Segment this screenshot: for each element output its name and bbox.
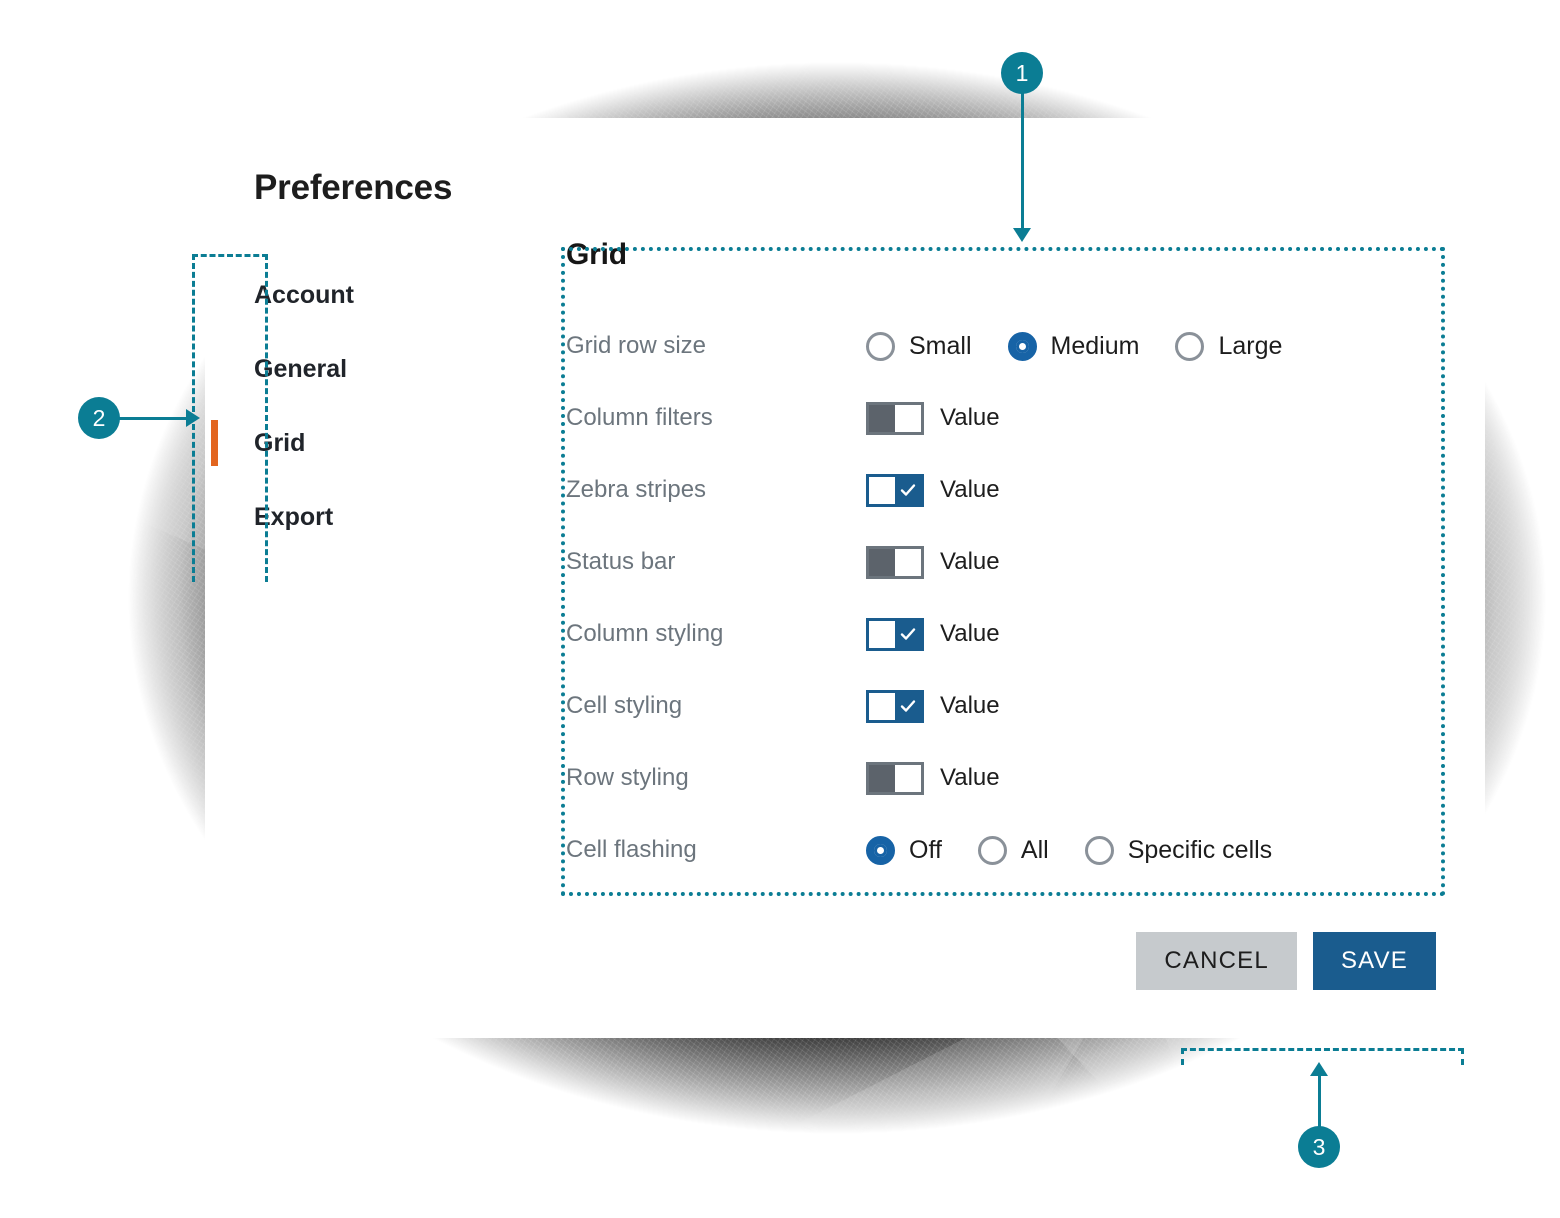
toggle-knob-checked (895, 692, 921, 720)
sidebar-item-label: Grid (254, 428, 306, 457)
setting-control: Value (866, 473, 1000, 507)
toggle-knob (869, 404, 895, 432)
setting-label: Row styling (566, 764, 689, 791)
sidebar-item-grid[interactable]: Grid (205, 406, 505, 480)
setting-label: Cell flashing (566, 836, 697, 863)
setting-row-cell-flashing: Cell flashing Off All Specific cells (561, 814, 1441, 886)
toggle-value-label: Value (940, 548, 1000, 575)
annotation-3-leader-line (1318, 1075, 1321, 1137)
sidebar-item-account[interactable]: Account (205, 258, 505, 332)
page-title: Preferences (254, 168, 453, 207)
radio-icon (1084, 835, 1114, 865)
sidebar-item-label: Export (254, 502, 334, 531)
radio-icon (977, 835, 1007, 865)
toggle-knob-checked (895, 476, 921, 504)
radio-icon (1175, 331, 1205, 361)
setting-control: Value (866, 761, 1000, 795)
toggle-value-label: Value (940, 620, 1000, 647)
setting-row-status-bar: Status bar Value (561, 526, 1441, 598)
radio-icon (866, 331, 895, 361)
panel-heading: Grid (566, 238, 627, 271)
setting-row-column-styling: Column styling Value (561, 598, 1441, 670)
toggle-value-label: Value (940, 764, 1000, 791)
annotation-1-arrow-down-icon (1013, 228, 1031, 242)
toggle-value-label: Value (940, 692, 1000, 719)
toggle-knob (869, 548, 895, 576)
setting-row-column-filters: Column filters Value (561, 382, 1441, 454)
toggle-column-styling[interactable] (866, 617, 924, 651)
toggle-zebra-stripes[interactable] (866, 473, 924, 507)
setting-label: Zebra stripes (566, 476, 707, 503)
save-button[interactable]: SAVE (1312, 932, 1436, 990)
setting-row-cell-styling: Cell styling Value (561, 670, 1441, 742)
active-indicator-bar (211, 420, 218, 466)
radio-label: Small (909, 331, 972, 360)
toggle-status-bar[interactable] (866, 545, 924, 579)
setting-label: Grid row size (566, 332, 707, 359)
setting-row-row-styling: Row styling Value (561, 742, 1441, 814)
radio-label: Specific cells (1127, 835, 1273, 864)
setting-control: Value (866, 617, 1000, 651)
setting-label: Status bar (566, 548, 676, 575)
toggle-value-label: Value (940, 404, 1000, 431)
radio-option-medium[interactable]: Medium (1007, 331, 1140, 361)
toggle-cell-styling[interactable] (866, 689, 924, 723)
annotation-3-arrow-up-icon (1310, 1062, 1328, 1076)
setting-control: Value (866, 545, 1000, 579)
sidebar-item-export[interactable]: Export (205, 480, 505, 554)
setting-label: Cell styling (566, 692, 683, 719)
radio-option-off[interactable]: Off (866, 835, 942, 865)
preferences-dialog: Preferences Account General Grid Export … (205, 118, 1485, 1038)
cell-flashing-radio-group[interactable]: Off All Specific cells (866, 835, 1273, 865)
sidebar-nav: Account General Grid Export (205, 258, 505, 554)
annotation-2-arrow-right-icon (186, 409, 200, 427)
sidebar-item-general[interactable]: General (205, 332, 505, 406)
annotation-2-leader-line (118, 417, 190, 420)
toggle-value-label: Value (940, 476, 1000, 503)
grid-settings-panel: Grid Grid row size Small Medium Large (561, 238, 1441, 886)
radio-label: Medium (1050, 331, 1140, 360)
annotation-badge-2: 2 (78, 397, 120, 439)
setting-row-zebra-stripes: Zebra stripes Value (561, 454, 1441, 526)
radio-selected-icon (866, 835, 895, 865)
radio-label: All (1020, 835, 1049, 864)
toggle-knob-checked (895, 620, 921, 648)
radio-label: Large (1218, 331, 1283, 360)
dialog-actions: CANCEL SAVE (1136, 932, 1436, 990)
setting-row-grid-row-size: Grid row size Small Medium Large (561, 310, 1441, 382)
setting-control: Value (866, 401, 1000, 435)
sidebar-item-label: Account (254, 280, 354, 309)
annotation-badge-3: 3 (1298, 1126, 1340, 1168)
cancel-button[interactable]: CANCEL (1136, 932, 1297, 990)
annotation-1-leader-line (1021, 90, 1024, 230)
toggle-column-filters[interactable] (866, 401, 924, 435)
toggle-row-styling[interactable] (866, 761, 924, 795)
radio-option-specific-cells[interactable]: Specific cells (1084, 835, 1273, 865)
radio-selected-icon (1007, 331, 1037, 361)
annotation-badge-1: 1 (1001, 52, 1043, 94)
radio-option-small[interactable]: Small (866, 331, 972, 361)
radio-label: Off (909, 835, 942, 864)
setting-label: Column filters (566, 404, 713, 431)
toggle-knob (869, 764, 895, 792)
setting-label: Column styling (566, 620, 724, 647)
grid-row-size-radio-group[interactable]: Small Medium Large (866, 331, 1283, 361)
radio-option-large[interactable]: Large (1175, 331, 1283, 361)
setting-control: Value (866, 689, 1000, 723)
radio-option-all[interactable]: All (977, 835, 1049, 865)
sidebar-item-label: General (254, 354, 348, 383)
